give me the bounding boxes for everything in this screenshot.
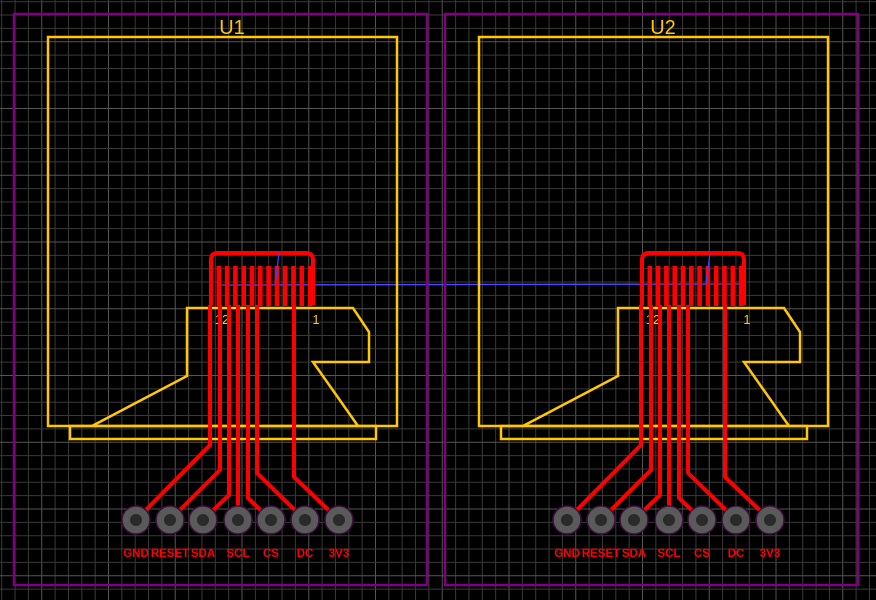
trace-dc[interactable] [255, 305, 307, 522]
module-bottom-outline [499, 424, 809, 441]
pin-label-scl: SCL [658, 548, 681, 560]
connector-finger-pad[interactable] [697, 266, 702, 306]
connector-finger-pad[interactable] [730, 266, 736, 306]
pin-label-scl: SCL [227, 548, 250, 560]
connector-finger-pad[interactable] [241, 266, 246, 306]
pin-1-label: 1 [312, 312, 319, 327]
connector-finger-pad[interactable] [266, 266, 271, 306]
connector-finger-pad[interactable] [258, 266, 263, 306]
connector-finger-pad[interactable] [249, 266, 255, 306]
trace-reset[interactable] [168, 305, 222, 522]
connector-finger-pad[interactable] [680, 266, 686, 306]
pin-label-reset: RESET [151, 548, 189, 560]
connector-finger-pad[interactable] [664, 266, 669, 306]
trace-gnd[interactable] [565, 305, 643, 522]
pin-label-cs: CS [263, 548, 279, 560]
connector-finger-pad[interactable] [722, 266, 727, 306]
connector-finger-pad[interactable] [713, 266, 719, 306]
pin-label-gnd: GND [554, 548, 580, 560]
connector-finger-pad[interactable] [655, 266, 661, 306]
pad-hole [595, 514, 607, 526]
pad-hole [130, 514, 142, 526]
pad-hole [696, 514, 708, 526]
component-boundary[interactable] [443, 12, 860, 587]
pin-label-3v3: 3V3 [760, 548, 780, 560]
pad-hole [730, 514, 742, 526]
trace-gnd[interactable] [134, 305, 212, 522]
connector-finger-pad[interactable] [647, 266, 653, 306]
ratsnest-stub [274, 252, 280, 285]
connector-finger-pad[interactable] [282, 266, 288, 306]
trace-cs[interactable] [246, 305, 273, 522]
connector-finger-pad[interactable] [672, 266, 677, 306]
connector-outline-trace [640, 251, 746, 305]
pin-label-gnd: GND [123, 548, 149, 560]
connector-body-outline [522, 306, 802, 428]
connector-finger-pad[interactable] [307, 266, 313, 306]
pad-hole [232, 514, 244, 526]
connector-finger-pad[interactable] [291, 266, 296, 306]
connector-finger-pad[interactable] [689, 266, 694, 306]
connector-body-outline [91, 306, 371, 428]
trace-3v3[interactable] [292, 305, 341, 522]
connector-outline-trace [209, 251, 315, 305]
connector-finger-pad[interactable] [216, 266, 222, 306]
pin-label-sda: SDA [191, 548, 215, 560]
designator-label: U2 [650, 17, 676, 39]
pin-1-label: 1 [743, 312, 750, 327]
pad-hole [299, 514, 311, 526]
trace-dc[interactable] [686, 305, 738, 522]
pad-hole [764, 514, 776, 526]
pad-hole [663, 514, 675, 526]
connector-finger-pad[interactable] [233, 266, 238, 306]
connector-finger-pad[interactable] [705, 266, 711, 306]
connector-finger-pad[interactable] [274, 266, 280, 306]
trace-reset[interactable] [599, 305, 653, 522]
module-bottom-outline [68, 424, 378, 441]
pad-hole [164, 514, 176, 526]
connector-finger-pad[interactable] [738, 266, 744, 306]
pad-hole [628, 514, 640, 526]
pad-hole [265, 514, 277, 526]
pin-label-reset: RESET [582, 548, 620, 560]
connector-finger-pad[interactable] [299, 266, 305, 306]
pad-hole [197, 514, 209, 526]
pad-hole [561, 514, 573, 526]
pin-label-dc: DC [728, 548, 745, 560]
component-boundary[interactable] [12, 12, 429, 587]
pin-label-dc: DC [297, 548, 314, 560]
pin-label-3v3: 3V3 [329, 548, 349, 560]
pin-label-cs: CS [694, 548, 710, 560]
pin-label-sda: SDA [622, 548, 646, 560]
trace-3v3[interactable] [723, 305, 772, 522]
designator-label: U1 [219, 17, 245, 39]
trace-sda[interactable] [201, 305, 231, 522]
pad-hole [333, 514, 345, 526]
ratsnest-stub [705, 252, 711, 285]
connector-finger-pad[interactable] [224, 266, 230, 306]
